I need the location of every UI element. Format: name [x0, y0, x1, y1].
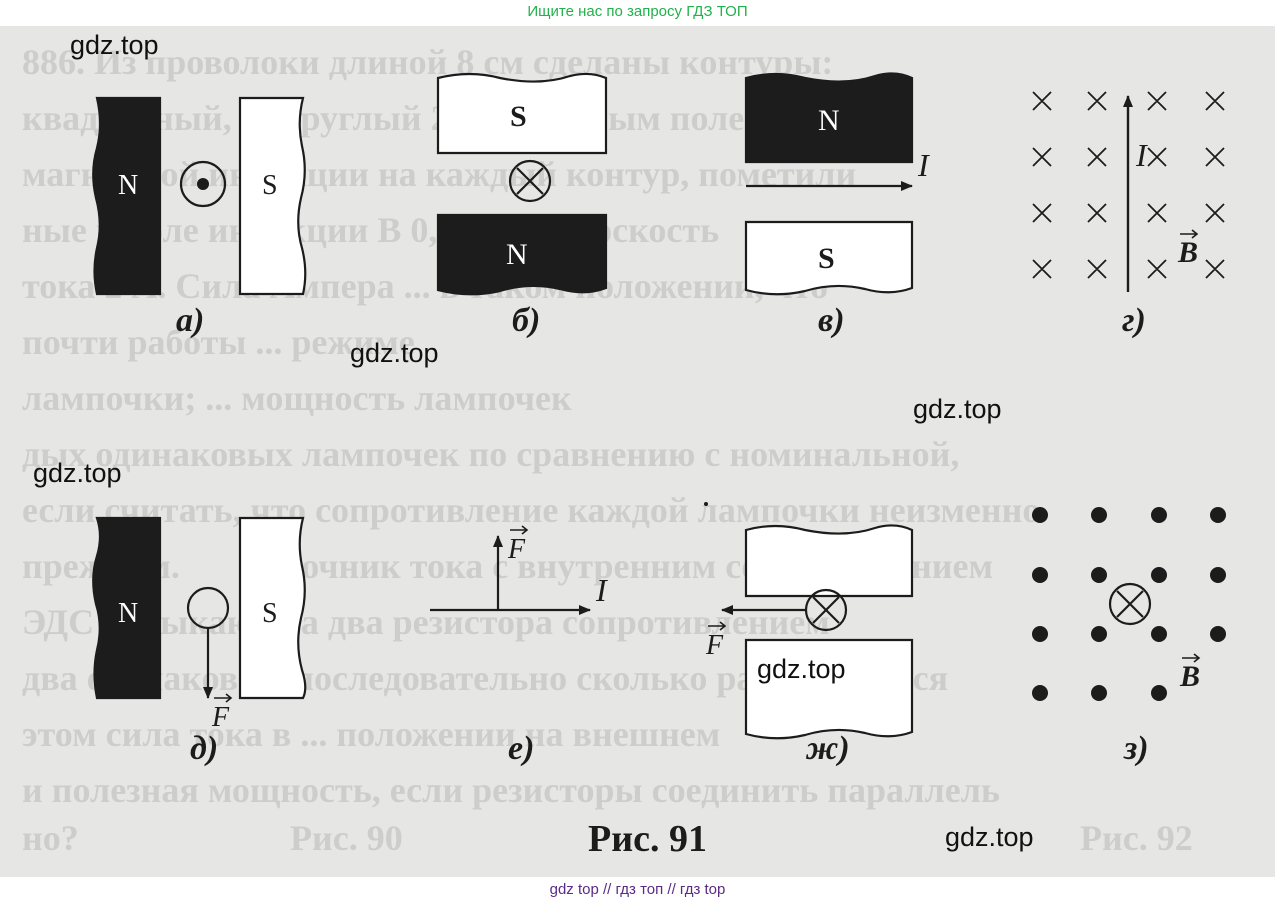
- magnet-pole-n: [436, 213, 608, 296]
- field-dot-icon: [1151, 685, 1167, 701]
- ghost-line: если считать, что сопротивление каждой л…: [22, 490, 1040, 530]
- watermark: gdz.top: [945, 822, 1034, 852]
- ghost-line: но?: [22, 818, 79, 858]
- vector-arrow-icon: [510, 525, 529, 535]
- pole-label-s: S: [262, 170, 278, 201]
- watermark: gdz.top: [70, 30, 159, 60]
- force-label: F: [507, 534, 526, 565]
- panel-label-b: б): [512, 302, 540, 339]
- pole-label-s: S: [510, 100, 527, 133]
- ghost-line: почти работы ... режиме: [22, 322, 415, 362]
- ghost-line: и полезная мощность, если резисторы соед…: [22, 770, 1000, 810]
- field-label: B: [1179, 660, 1200, 693]
- panel-b: S N б): [436, 72, 608, 339]
- pole-label-n: N: [118, 170, 138, 201]
- panel-d: N F S д): [92, 516, 307, 767]
- current-cross-icon: [1116, 590, 1144, 618]
- magnet-pole-s: [744, 220, 914, 296]
- field-dot-icon: [1032, 626, 1048, 642]
- ghost-line: 886. Из проволоки длиной 8 см сделаны ко…: [22, 42, 833, 82]
- field-dot-icon: [1091, 685, 1107, 701]
- current-label: I: [917, 147, 930, 183]
- field-dot-icon: [1091, 626, 1107, 642]
- field-dot-icon: [1210, 507, 1226, 523]
- field-dot-icon: [1210, 567, 1226, 583]
- current-cross-icon: [516, 167, 544, 195]
- panel-label-d: д): [190, 730, 218, 767]
- conductor-circle: [179, 160, 227, 208]
- current-cross-icon: [812, 596, 840, 624]
- magnet-pole-n: [744, 72, 914, 164]
- magnet-pole-s: [238, 516, 307, 700]
- panel-label-v: в): [818, 302, 845, 339]
- pole-label-n: N: [818, 104, 840, 137]
- bottom-banner: gdz top // гдз топ // гдз top: [0, 877, 1275, 904]
- field-dot-icon: [1151, 507, 1167, 523]
- ghost-line: Рис. 90: [290, 818, 403, 858]
- force-label: F: [705, 630, 724, 661]
- vector-arrow-icon: [1182, 653, 1201, 663]
- field-dot-icon: [1032, 567, 1048, 583]
- ghost-line: Рис. 92: [1080, 818, 1193, 858]
- panel-label-a: а): [176, 302, 204, 339]
- panel-label-zh: ж): [805, 730, 850, 767]
- current-label: I: [1135, 137, 1148, 173]
- watermark: gdz.top: [757, 654, 846, 684]
- panel-a: N S а): [92, 96, 307, 339]
- watermark: gdz.top: [913, 394, 1002, 424]
- pole-label-s: S: [262, 598, 278, 629]
- force-label: F: [211, 702, 230, 733]
- panel-label-g: г): [1122, 302, 1146, 339]
- current-label: I: [595, 572, 608, 608]
- pole-label-n: N: [118, 598, 138, 629]
- current-dot-icon: [197, 178, 209, 190]
- panel-g: I B г): [1032, 91, 1225, 339]
- field-dot-icon: [1032, 685, 1048, 701]
- magnet-pole-bottom: [744, 638, 914, 740]
- vector-arrow-icon: [214, 693, 233, 703]
- scanned-figure: 886. Из проволоки длиной 8 см сделаны ко…: [0, 26, 1275, 877]
- field-dot-icon: [1091, 507, 1107, 523]
- field-label: B: [1177, 236, 1198, 269]
- top-banner-text: Ищите нас по запросу ГДЗ ТОП: [527, 3, 748, 20]
- panel-label-e: е): [508, 730, 534, 767]
- field-dots: [1032, 507, 1226, 701]
- top-banner: Ищите нас по запросу ГДЗ ТОП: [0, 0, 1275, 26]
- figure-caption: Рис. 91: [588, 818, 707, 860]
- field-dot-icon: [1151, 567, 1167, 583]
- magnet-pole-s: [436, 72, 608, 155]
- panel-v: N I S в): [744, 72, 930, 339]
- panel-e: I F е): [430, 525, 608, 767]
- panel-zh: F ж): [705, 524, 914, 767]
- ghost-line: дых одинаковых лампочек по сравнению с н…: [22, 434, 959, 474]
- field-dot-icon: [1210, 626, 1226, 642]
- pole-label-s: S: [818, 242, 835, 275]
- field-dot-icon: [1091, 567, 1107, 583]
- figure-svg: 886. Из проволоки длиной 8 см сделаны ко…: [22, 42, 1226, 860]
- magnet-pole-n: [92, 96, 162, 296]
- panel-label-z: з): [1123, 730, 1149, 767]
- watermark: gdz.top: [350, 338, 439, 368]
- magnet-pole-s: [238, 96, 307, 296]
- watermark: gdz.top: [33, 458, 122, 488]
- ghost-line: лампочки; ... мощность лампочек: [22, 378, 572, 418]
- pole-label-n: N: [506, 238, 528, 271]
- panel-z: B з): [1032, 507, 1226, 767]
- vector-arrow-icon: [708, 621, 727, 631]
- ghost-line: этом сила тока в ... положении на внешне…: [22, 714, 720, 754]
- field-dot-icon: [1151, 626, 1167, 642]
- vector-arrow-icon: [1180, 229, 1199, 239]
- magnet-pole-n: [92, 516, 162, 700]
- magnet-pole-top: [744, 524, 914, 598]
- field-dot-icon: [1032, 507, 1048, 523]
- bottom-banner-text: gdz top // гдз топ // гдз top: [549, 881, 726, 898]
- speck: [704, 502, 708, 506]
- field-cross-icon: [1032, 91, 1225, 279]
- conductor-circle: [508, 159, 552, 203]
